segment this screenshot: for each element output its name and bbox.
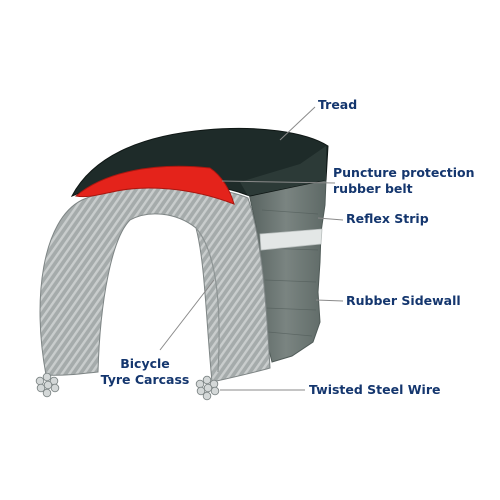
label-carcass-line-2: Tyre Carcass	[100, 372, 190, 387]
leader-reflex-strip	[317, 217, 344, 221]
label-tyre-carcass: Bicycle Tyre Carcass	[95, 356, 195, 388]
carcass-inner-fold	[195, 227, 220, 373]
label-puncture-line-1: Puncture protection	[333, 165, 475, 180]
label-carcass-line-1: Bicycle	[120, 356, 170, 371]
steel-wire-right	[195, 375, 220, 401]
tyre-carcass	[39, 185, 271, 383]
leader-puncture-belt	[221, 180, 336, 184]
label-reflex-strip: Reflex Strip	[346, 211, 429, 226]
tread-side-face	[240, 146, 326, 196]
leader-rubber-sidewall	[315, 299, 344, 302]
label-puncture-protection-belt: Puncture protection rubber belt	[333, 165, 475, 197]
leader-carcass	[159, 279, 215, 351]
steel-wire-left	[35, 372, 60, 398]
puncture-protection-belt	[74, 165, 235, 205]
label-tread: Tread	[318, 97, 358, 112]
leader-tread	[279, 106, 316, 141]
label-puncture-line-2: rubber belt	[333, 181, 413, 196]
leader-lines	[159, 106, 344, 391]
label-rubber-sidewall: Rubber Sidewall	[346, 293, 461, 308]
reflex-strip	[259, 228, 323, 251]
label-twisted-steel-wire: Twisted Steel Wire	[309, 382, 441, 397]
